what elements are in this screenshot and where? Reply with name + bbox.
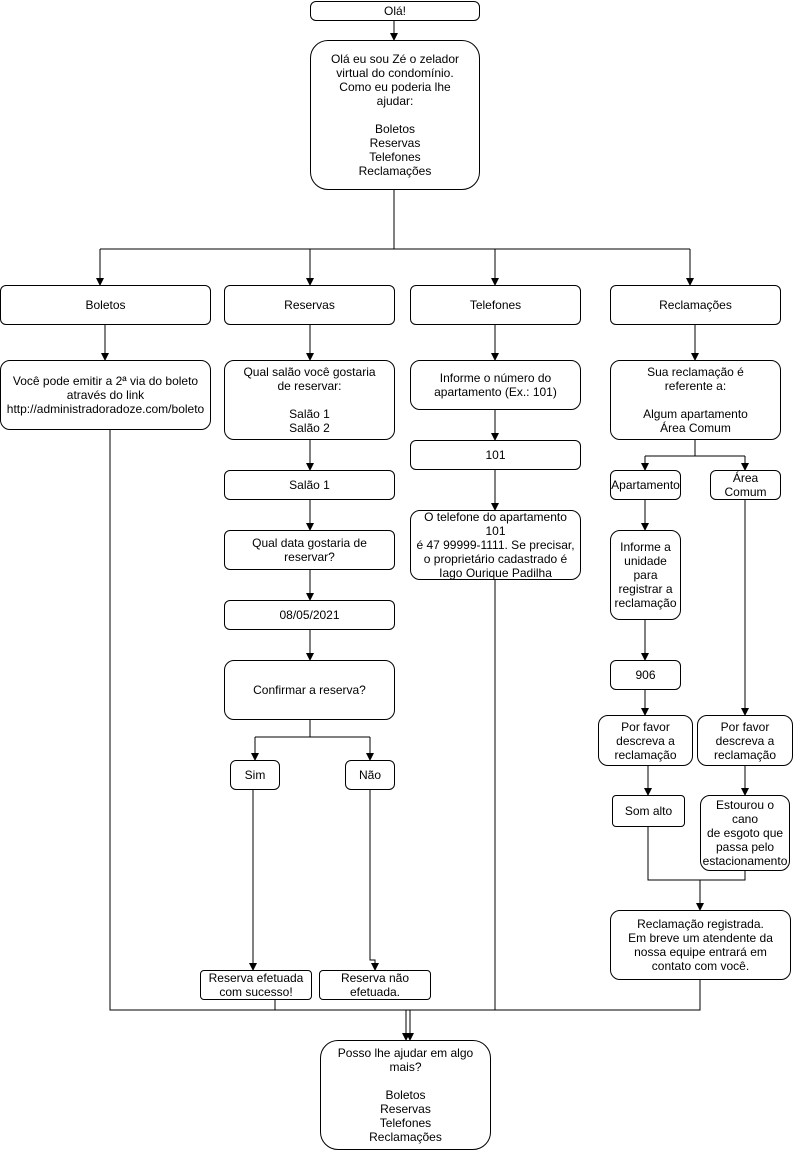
node-salao-pergunta: Qual salão você gostaria de reservar: Sa…	[224, 360, 395, 440]
node-som-alto: Som alto	[612, 795, 685, 827]
node-telefone-info: O telefone do apartamento 101 é 47 99999…	[410, 510, 581, 580]
node-unidade-pergunta: Informe a unidade para registrar a recla…	[610, 530, 681, 620]
node-reservas: Reservas	[224, 285, 395, 325]
edge-nao-naoefet	[369, 790, 379, 971]
node-reclamacoes: Reclamações	[610, 285, 781, 325]
node-apto-pergunta: Informe o número do apartamento (Ex.: 10…	[410, 360, 581, 410]
edge-reclamacao-split	[645, 440, 745, 457]
node-confirmar: Confirmar a reserva?	[224, 660, 395, 720]
edge-collector	[109, 430, 701, 1011]
node-apto-101: 101	[410, 440, 581, 470]
node-salao1: Salão 1	[224, 470, 395, 500]
node-esgoto: Estourou o cano de esgoto que passa pelo…	[700, 795, 790, 871]
node-nao: Não	[345, 760, 395, 790]
node-data-pergunta: Qual data gostaria de reservar?	[224, 530, 395, 570]
edge-confirmar-split	[255, 720, 370, 738]
node-telefones: Telefones	[410, 285, 581, 325]
node-sim: Sim	[230, 760, 280, 790]
node-registrada: Reclamação registrada. Em breve um atend…	[610, 910, 791, 980]
node-reclamacao-pergunta: Sua reclamação é referente a: Algum apar…	[610, 360, 781, 440]
node-unidade-906: 906	[610, 660, 681, 690]
edge-intro-branches	[100, 190, 690, 250]
node-ola: Olá!	[310, 1, 480, 21]
node-final: Posso lhe ajudar em algo mais? Boletos R…	[320, 1040, 491, 1150]
node-area-comum: Área Comum	[710, 470, 781, 500]
edge-to-registrada	[647, 827, 746, 881]
node-intro: Olá eu sou Zé o zelador virtual do condo…	[310, 40, 480, 190]
node-data: 08/05/2021	[224, 600, 395, 630]
node-boletos: Boletos	[0, 285, 211, 325]
node-boleto-info: Você pode emitir a 2ª via do boleto atra…	[0, 360, 211, 430]
node-reserva-nao: Reserva não efetuada.	[319, 970, 431, 1000]
node-apartamento: Apartamento	[610, 470, 681, 500]
node-reserva-ok: Reserva efetuada com sucesso!	[200, 970, 312, 1000]
node-descreva-area: Por favor descreva a reclamação	[697, 715, 793, 766]
node-descreva-apto: Por favor descreva a reclamação	[598, 715, 693, 766]
